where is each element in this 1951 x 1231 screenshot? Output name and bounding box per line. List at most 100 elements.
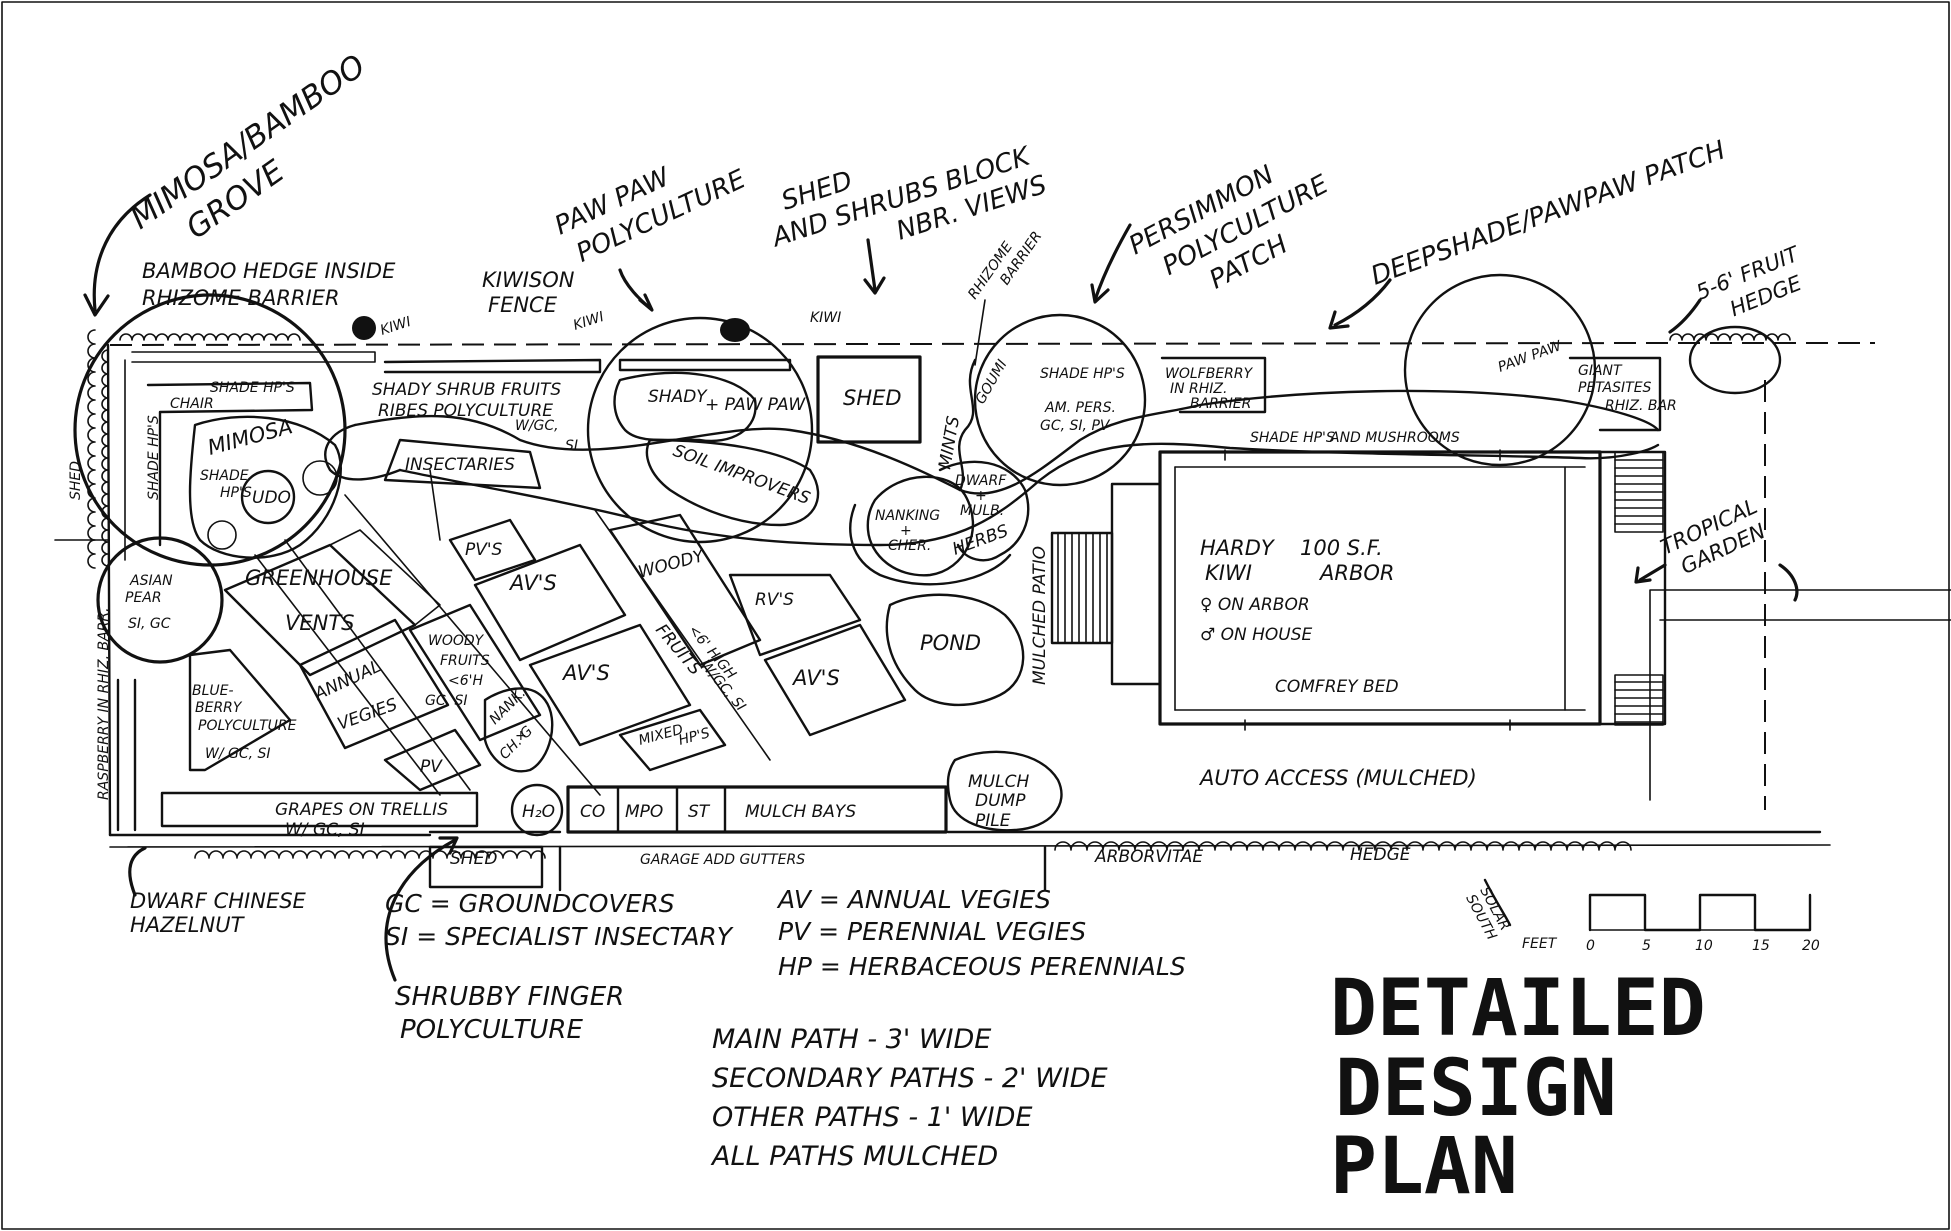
zone-shade-mush-1: SHADE HP'S xyxy=(1250,430,1335,446)
zone-nanking-3: CHER. xyxy=(888,538,931,554)
path-note-all: ALL PATHS MULCHED xyxy=(710,1141,998,1172)
zone-nanking-1: NANKING xyxy=(875,508,940,524)
zone-grapes-1: GRAPES ON TRELLIS xyxy=(275,800,448,820)
main-path-west-loop xyxy=(324,423,402,481)
zone-shed-side: SHED xyxy=(68,461,84,500)
mimosa-small-circle-2 xyxy=(207,520,237,550)
zone-dwarf-mulb-3: MULB. xyxy=(960,503,1004,519)
zone-blueberry-3: POLYCULTURE xyxy=(198,718,297,734)
zone-blueberry-2: BERRY xyxy=(195,700,243,716)
zone-h2o: H₂O xyxy=(522,802,555,822)
callout-bamboo-hedge-2: RHIZOME BARRIER xyxy=(142,286,340,310)
arrowhead-tropical xyxy=(1634,566,1652,584)
arrowhead-deepshade xyxy=(1328,310,1350,330)
zone-wolfberry-3: BARRIER xyxy=(1190,396,1251,412)
zone-shed-top: SHED xyxy=(843,386,902,410)
bamboo-hedge-west xyxy=(101,349,109,567)
zone-on-house: ♂ ON HOUSE xyxy=(1200,625,1313,645)
compost-dividers xyxy=(616,785,727,834)
callout-kiwi-a: KIWI xyxy=(378,314,413,339)
callout-kiwison-1: KIWISON xyxy=(482,268,575,292)
zone-mulch-dump-1: MULCH xyxy=(968,772,1029,792)
arrow-persimmon xyxy=(1093,223,1132,302)
title-line-1: DETAILED xyxy=(1330,964,1706,1054)
west-steps-hatching xyxy=(1057,532,1108,644)
udo-circle xyxy=(240,469,296,525)
arrow-tropical xyxy=(1638,563,1667,582)
hazelnut-hedge xyxy=(194,850,546,859)
zone-shady: SHADY xyxy=(648,387,708,407)
avs-bed-1 xyxy=(473,543,627,662)
zone-mulched-patio: MULCHED PATIO xyxy=(1030,546,1050,685)
main-path xyxy=(324,389,1660,547)
wolfberry-bed xyxy=(1160,356,1267,414)
nanking-bed xyxy=(866,475,975,577)
zone-mimosa: MIMOSA xyxy=(205,414,295,460)
blueberry-bed xyxy=(188,648,292,772)
zone-hardy-kiwi-2: KIWI xyxy=(1205,561,1252,585)
callout-deepshade: DEEPSHADE/PAWPAW PATCH xyxy=(1367,135,1729,291)
zone-mulch-dump-3: PILE xyxy=(975,811,1011,831)
tree-dot-1 xyxy=(352,316,376,340)
legend-gc: GC = GROUNDCOVERS xyxy=(385,889,675,918)
legend-hp: HP = HERBACEOUS PERENNIALS xyxy=(778,952,1186,981)
zone-annual-vegies-1: ANNUAL xyxy=(311,657,384,705)
arrow-mimosa xyxy=(92,193,152,312)
rvs-bed xyxy=(728,573,862,657)
zone-arbor-2: ARBOR xyxy=(1318,561,1394,585)
pond xyxy=(885,593,1025,707)
zone-vents: VENTS xyxy=(285,611,355,635)
south-boundary-outer xyxy=(109,844,1831,848)
zone-pvs: PV'S xyxy=(465,540,503,560)
callout-bamboo-hedge-1: BAMBOO HEDGE INSIDE xyxy=(142,259,396,283)
house xyxy=(1050,450,1667,726)
scale-tick-10: 10 xyxy=(1695,938,1713,954)
zone-arborvitae: ARBORVITAE xyxy=(1094,847,1203,867)
zone-shade-amp-1: SHADE HP'S xyxy=(1040,366,1125,382)
zone-compost-3: ST xyxy=(688,802,711,822)
callout-kiwi-c: KIWI xyxy=(810,310,841,326)
scale-bar xyxy=(1588,893,1812,932)
bamboo-hedge-north xyxy=(119,333,301,341)
zone-shady-shrub-2: RIBES POLYCULTURE xyxy=(378,401,553,421)
west-steps xyxy=(1050,531,1114,645)
zone-pond: POND xyxy=(920,631,981,655)
compost-bays xyxy=(566,785,948,834)
pvs-bed xyxy=(448,518,537,582)
arrow-tropical-2 xyxy=(1778,563,1799,602)
arrow-deepshade xyxy=(1333,278,1392,327)
nanking-small-bed xyxy=(483,687,554,773)
fruit-hedge-end xyxy=(1688,325,1782,395)
zone-comfrey: COMFREY BED xyxy=(1275,677,1399,697)
tree-dot-2 xyxy=(720,318,750,342)
zone-giant-pet-1: GIANT xyxy=(1578,363,1623,379)
scale-unit: FEET xyxy=(1522,936,1558,952)
zone-wolfberry-1: WOLFBERRY xyxy=(1165,366,1254,382)
pv-bed-small xyxy=(383,728,482,792)
west-boundary xyxy=(106,343,112,837)
avs-bed-2 xyxy=(528,623,692,747)
raspberry-hedge xyxy=(116,678,137,832)
zone-mulch-dump-2: DUMP xyxy=(975,791,1026,811)
zone-hedge: HEDGE xyxy=(1350,845,1411,865)
persimmon-circle xyxy=(973,313,1147,487)
insectaries-bed xyxy=(383,438,542,490)
zone-asian-pear-2: PEAR xyxy=(125,590,162,606)
scale-bar-line xyxy=(1588,893,1812,932)
scale-tick-20: 20 xyxy=(1802,938,1820,954)
callout-kiwison-2: FENCE xyxy=(488,293,558,317)
asian-pear-circle xyxy=(96,536,224,664)
zone-auto-access: AUTO ACCESS (MULCHED) xyxy=(1198,766,1477,790)
zone-grapes-2: W/ GC, SI xyxy=(285,820,365,840)
shady-shrub-bed-line xyxy=(383,358,602,374)
callout-dwarf-hazel-1: DWARF CHINESE xyxy=(130,889,307,913)
east-street-lines xyxy=(1649,589,1951,801)
arrowhead-pawpaw xyxy=(638,293,654,312)
zone-compost-2: MPO xyxy=(625,802,663,822)
mints-rhizome-line xyxy=(958,358,977,492)
arborvitae-hedge xyxy=(1054,841,1632,851)
zone-dwarf-mulb-1: DWARF xyxy=(955,473,1007,489)
leader-arrows xyxy=(83,193,1799,982)
zone-shade-hps-top: SHADE HP'S xyxy=(210,380,295,396)
